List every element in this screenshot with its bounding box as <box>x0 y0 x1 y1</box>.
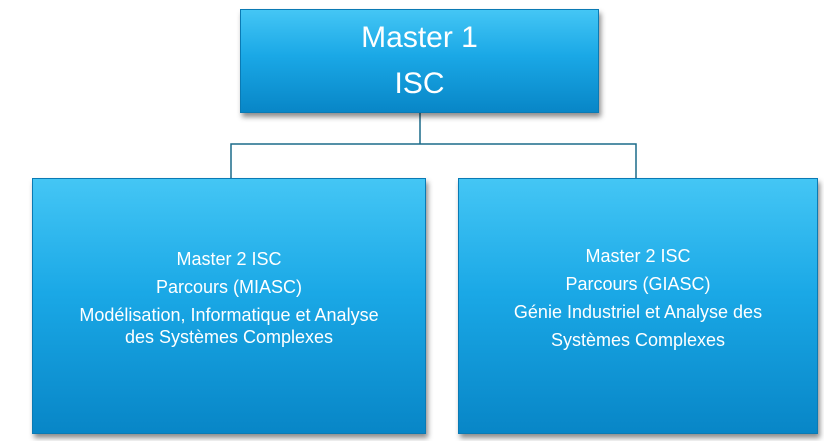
child-description-line-1: Modélisation, Informatique et Analyse <box>79 305 379 325</box>
root-subtitle: ISC <box>394 67 445 100</box>
child-node-miasc-text: Master 2 ISC Parcours (MIASC) Modélisati… <box>79 242 378 370</box>
child-title: Master 2 ISC <box>176 249 282 269</box>
child-track: Parcours (MIASC) <box>155 277 302 297</box>
root-title: Master 1 <box>361 21 478 54</box>
child-node-giasc-text: Master 2 ISC Parcours (GIASC) Génie Indu… <box>514 239 762 373</box>
child-node-giasc: Master 2 ISC Parcours (GIASC) Génie Indu… <box>458 178 818 434</box>
child-title: Master 2 ISC <box>585 246 691 266</box>
connector-root-to-children <box>230 113 637 178</box>
root-node-master-1: Master 1 ISC <box>240 9 599 113</box>
child-description-line-2: Systèmes Complexes <box>550 330 726 350</box>
child-description-line-2: des Systèmes Complexes <box>124 327 334 347</box>
child-node-miasc: Master 2 ISC Parcours (MIASC) Modélisati… <box>32 178 426 434</box>
child-track: Parcours (GIASC) <box>565 274 711 294</box>
child-description-line-1: Génie Industriel et Analyse des <box>513 302 763 322</box>
